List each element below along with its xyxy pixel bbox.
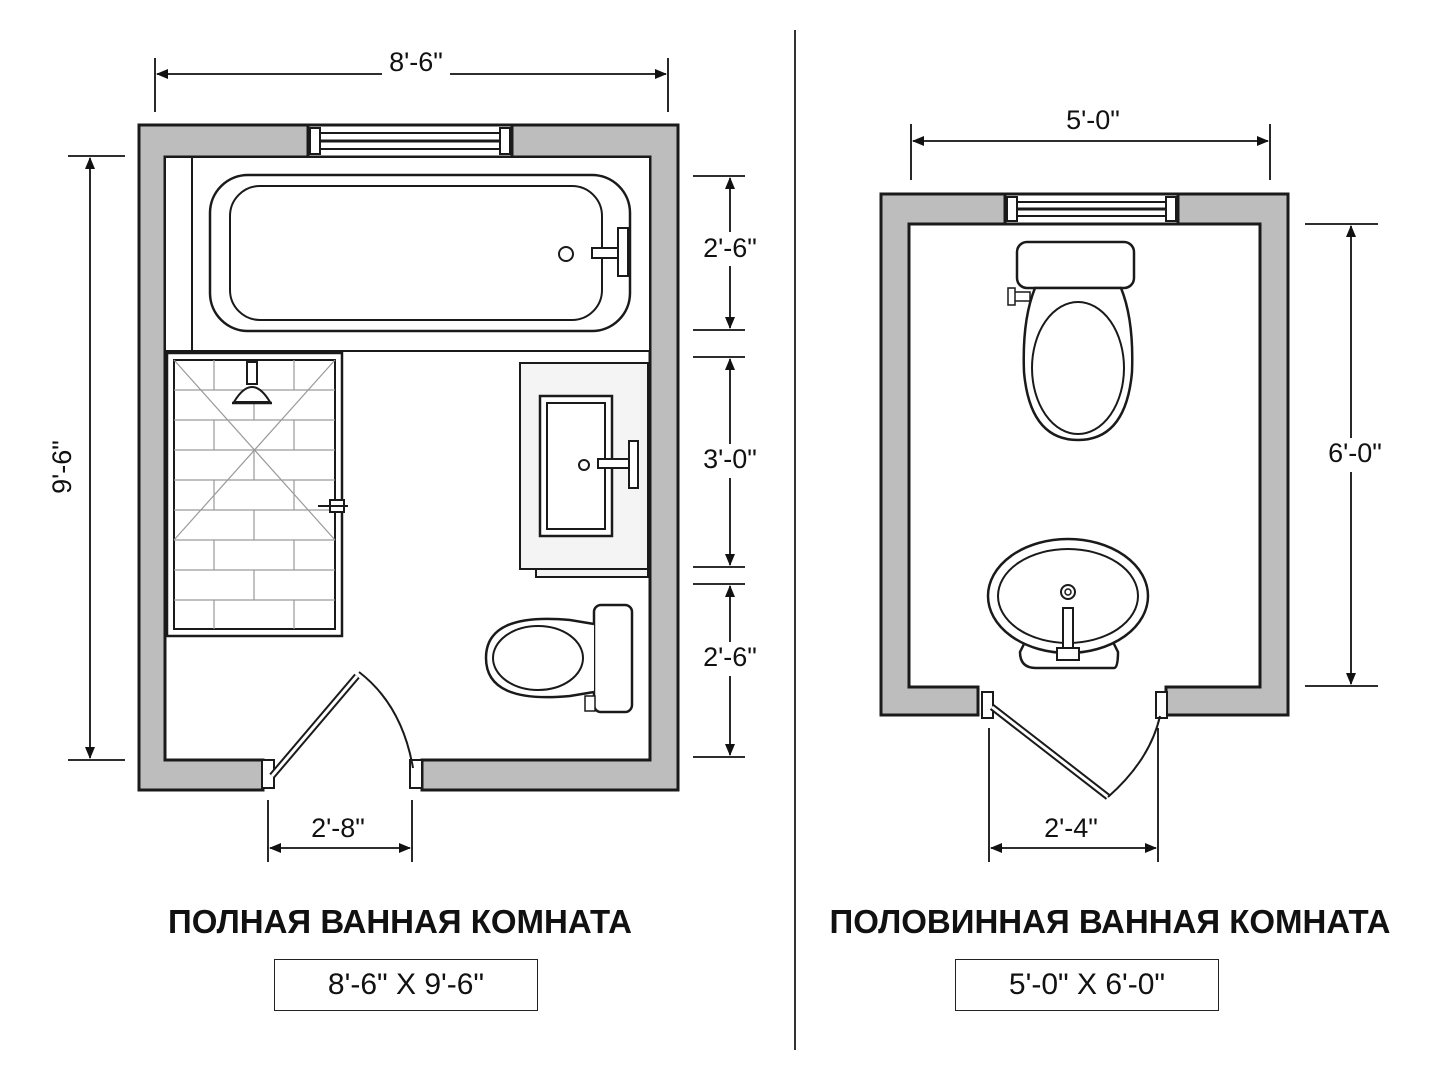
full-bath-door-label: 2'-8" <box>311 813 365 843</box>
half-bath-width-label: 5'-0" <box>1066 105 1120 135</box>
tub-drain-icon <box>558 246 574 262</box>
full-bath-door <box>261 671 423 789</box>
half-bath-door <box>981 691 1168 800</box>
vanity-label-mask <box>694 444 768 478</box>
half-bath-door-label: 2'-4" <box>1044 813 1098 843</box>
shower-door-handle-icon <box>318 499 348 513</box>
tub-label-mask <box>694 232 768 266</box>
vanity <box>519 362 649 578</box>
tub-depth-label: 2'-6" <box>703 233 757 263</box>
full-bath-toilet <box>484 603 634 714</box>
full-bath-height-label: 9'-6" <box>47 440 77 494</box>
pedestal-sink-faucet-icon <box>1056 607 1080 661</box>
half-toilet-handle-icon <box>1007 287 1031 306</box>
full-bath-title: ПОЛНАЯ ВАННАЯ КОМНАТА <box>168 903 632 940</box>
shower-stall <box>165 351 348 638</box>
half-bath-title: ПОЛОВИННАЯ ВАННАЯ КОМНАТА <box>829 903 1391 940</box>
half-bath-dimension-lines <box>910 124 1378 862</box>
full-bath-window <box>306 123 514 159</box>
half-bath-height-label: 6'-0" <box>1328 438 1382 468</box>
tub-faucet-icon <box>591 227 629 277</box>
half-bath-wall-left <box>879 192 1007 717</box>
sink-faucet-icon <box>597 440 639 489</box>
toilet-space-label: 2'-6" <box>703 642 757 672</box>
half-bath-wall-right <box>1164 192 1290 717</box>
sink-drain-icon <box>578 459 590 471</box>
width-label-mask <box>382 58 450 88</box>
half-bath-window <box>1003 192 1180 226</box>
shower-head-icon <box>232 361 272 405</box>
pedestal-sink <box>986 537 1150 670</box>
half-height-label-mask <box>1312 438 1392 472</box>
toilet-handle-icon <box>584 695 596 712</box>
vanity-length-label: 3'-0" <box>703 444 757 474</box>
full-bath-plan: 8'-6" 9'-6" 2'-6" 3'-0" 2'-6" 2'-8" <box>47 47 768 862</box>
toilet-label-mask <box>694 642 768 676</box>
bathtub <box>164 156 651 352</box>
half-bath-toilet <box>1007 240 1136 442</box>
full-bath-size-box: 8'-6" X 9'-6" <box>274 959 538 1011</box>
half-bath-size-box: 5'-0" X 6'-0" <box>955 959 1219 1011</box>
half-bath-plan: 5'-0" 6'-0" 2'-4" <box>879 105 1392 862</box>
full-bath-width-label: 8'-6" <box>389 47 443 77</box>
height-label-mask <box>50 425 80 505</box>
